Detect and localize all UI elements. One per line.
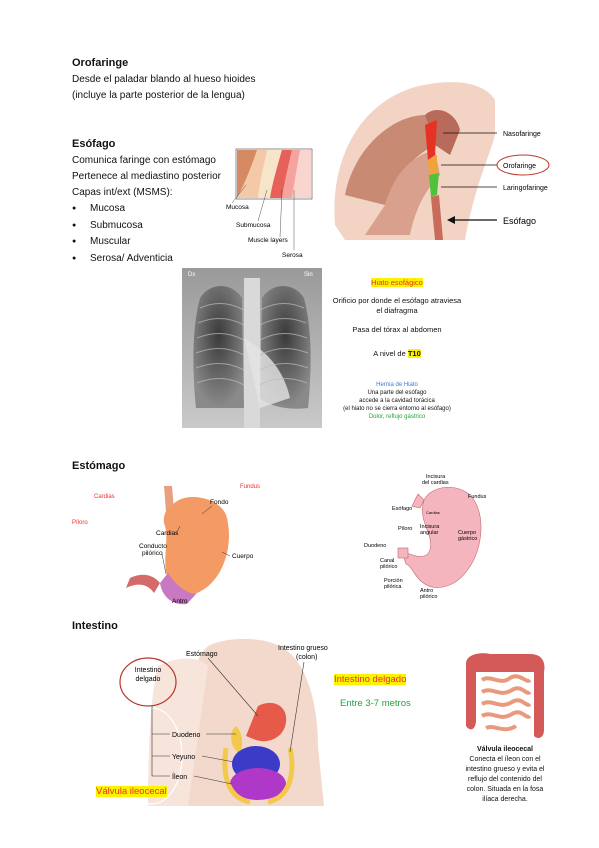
label-antro: Antro [172, 598, 188, 605]
valvula-line5: ilíaca derecha. [482, 796, 528, 803]
hernia-line3: (el hiato no se cierra entorno al esófag… [343, 406, 451, 412]
label-cardias: Cardias [156, 530, 179, 537]
estomago-title: Estómago [72, 460, 126, 472]
hiato-line3: Pasa del tórax al abdomen [352, 325, 442, 334]
valvula-line1: Conecta el íleon con el [469, 756, 541, 763]
label-antro-1: Antro [420, 588, 433, 594]
list-item: Submucosa [72, 218, 173, 235]
label-piloro-red: Píloro [72, 520, 88, 526]
label-cardias-red: Cardias [94, 494, 115, 500]
esofago-line1: Comunica faringe con estómago [72, 155, 216, 166]
label-conducto-1: Conducto [139, 543, 167, 550]
label-submucosa: Submucosa [236, 222, 271, 229]
label-intestino-grueso-1: Intestino grueso [278, 645, 328, 652]
orofaringe-line1: Desde el paladar blando al hueso hioides [72, 74, 256, 85]
valvula-highlight-wrap: Válvula ileocecal [96, 786, 167, 797]
valvula-highlight: Válvula ileocecal [96, 786, 167, 797]
label-intestino-grueso-2: (colon) [296, 654, 317, 661]
stomach-diagram-left: Cardias Fundus Píloro Fondo Cardias Cond… [72, 484, 260, 605]
orofaringe-line2: (incluye la parte posterior de la lengua… [72, 90, 245, 101]
label-yeyuno: Yeyuno [172, 754, 195, 761]
label-fondo: Fondo [210, 499, 229, 506]
hernia-title: Hernia de Hiato [376, 382, 418, 388]
valvula-title: Válvula ileocecal [476, 746, 534, 753]
hiato-title: Hiato esofágico [371, 278, 423, 287]
intestino-title: Intestino [72, 620, 118, 632]
xray-marker-dx: Dx [188, 272, 195, 278]
intestino-delgado-circle [119, 657, 177, 707]
label-incisura-angular-2: angular [420, 530, 439, 536]
label-cuerpo-1: Cuerpo [458, 530, 476, 536]
hiato-line2: el diafragma [376, 306, 418, 315]
label-canal-2: pilórico [380, 564, 397, 570]
orofaringe-title: Orofaringe [72, 57, 129, 69]
label-orofaringe: Orofaringe [503, 163, 536, 170]
intestine-illustration [460, 650, 550, 742]
label-incisura-angular-1: Incisura [420, 524, 440, 530]
label-incisura-cardias-2: del cardias [422, 480, 449, 486]
hiato-nivel-prefix: A nivel de [373, 349, 408, 358]
label-canal-1: Canal [380, 558, 394, 564]
label-serosa: Serosa [282, 252, 303, 259]
esophagus-layers-diagram: Mucosa Submucosa Muscle layers Serosa [226, 148, 313, 259]
label-fundus: Fundus [468, 494, 487, 500]
label-esofago: Esófago [503, 216, 536, 226]
label-estomago: Estómago [186, 651, 218, 658]
label-porcion-1: Porción [384, 578, 403, 584]
esofago-title: Esófago [72, 138, 116, 150]
intestino-metros: Entre 3-7 metros [340, 698, 411, 709]
hernia-line1: Una parte del esófago [367, 390, 427, 396]
label-cardias: Cardias [426, 510, 440, 515]
xray-marker-sin: Sin [304, 272, 313, 278]
valvula-line2: intestino grueso y evita el [465, 766, 545, 773]
esofago-layers-list: Mucosa Submucosa Muscular Serosa/ Advent… [72, 201, 173, 267]
valvula-block: Válvula ileocecal Conecta el íleon con e… [440, 745, 570, 805]
label-conducto-2: pilórico [142, 550, 163, 557]
chest-xray-image: Dx Sin [182, 268, 322, 428]
valvula-line3: reflujo del contenido del [468, 776, 542, 783]
laringofaringe-region [429, 173, 439, 197]
orofaringe-region [428, 155, 437, 175]
label-ileon: Íleon [172, 772, 187, 781]
esofago-line2: Pertenece al mediastino posterior [72, 171, 221, 182]
delgado-highlight-wrap: Intestino delgado [334, 674, 407, 685]
list-item: Serosa/ Adventicia [72, 251, 173, 268]
orofaringe-highlight-circle [496, 154, 550, 176]
label-piloro: Píloro [398, 526, 412, 532]
hiato-block: Hiato esofágico Orificio por donde el es… [322, 278, 472, 421]
label-esofago: Esófago [392, 506, 412, 512]
label-muscle-layers: Muscle layers [248, 237, 288, 244]
stomach-diagram-right: Incisura del cardias Fundus Esófago Card… [364, 474, 487, 600]
label-laringofaringe: Laringofaringe [503, 185, 548, 192]
pharynx-diagram: Nasofaringe Orofaringe Laringofaringe Es… [334, 82, 550, 241]
nasofaringe-region [425, 120, 437, 160]
label-cuerpo-2: gástrico [458, 536, 477, 542]
label-intestino-delgado-1: Intestino [135, 667, 162, 674]
label-cuerpo: Cuerpo [232, 553, 254, 560]
label-intestino-delgado-2: delgado [136, 676, 161, 683]
list-item: Mucosa [72, 201, 173, 218]
intestine-body-diagram: Intestino delgado Estómago Intestino gru… [119, 638, 328, 806]
list-item: Muscular [72, 234, 173, 251]
label-mucosa: Mucosa [226, 204, 249, 211]
label-duodeno: Duodeno [172, 732, 201, 739]
label-porcion-2: pilórica [384, 584, 402, 590]
hernia-line2: accede a la cavidad torácica [359, 398, 435, 404]
label-duodeno: Duodeno [364, 543, 386, 549]
esofago-line3: Capas int/ext (MSMS): [72, 187, 173, 198]
hiato-nivel-value: T10 [407, 349, 421, 358]
label-nasofaringe: Nasofaringe [503, 131, 541, 138]
hernia-line4: Dolor, reflujo gástrico [368, 414, 426, 420]
label-fundus-red: Fundus [240, 484, 260, 490]
label-incisura-cardias-1: Incisura [426, 474, 446, 480]
label-antro-2: pilórico [420, 594, 437, 600]
intestino-delgado-highlight: Intestino delgado [334, 674, 407, 685]
hiato-line1: Orificio por donde el esófago atraviesa [332, 296, 462, 305]
valvula-line4: colon. Situada en la fosa [466, 786, 544, 793]
